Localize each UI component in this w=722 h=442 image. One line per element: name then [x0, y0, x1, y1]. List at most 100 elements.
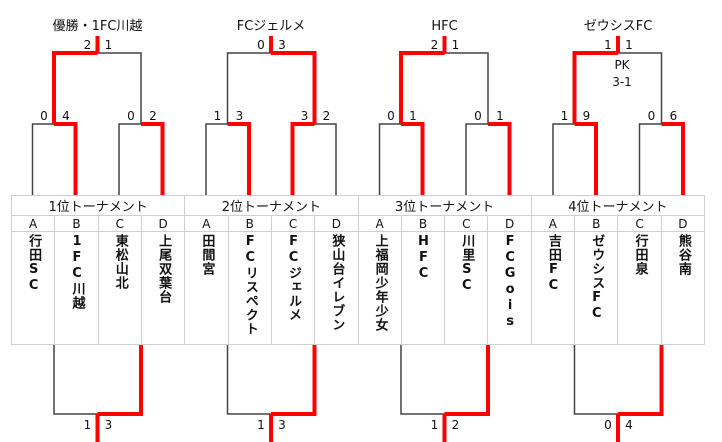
team-name-cell: 吉田FC [530, 231, 576, 345]
bottom-left-line [226, 343, 271, 415]
final-left-line [52, 51, 98, 124]
team-name: 狭山台イレブン [329, 234, 345, 332]
team-name: FCジェルメ [286, 234, 302, 322]
bottom-right-line [97, 343, 143, 416]
semi-right-line [574, 122, 598, 195]
bottom-score-right: 2 [451, 418, 460, 432]
score-left: 0 [387, 109, 395, 123]
team-name: 吉田FC [545, 234, 561, 294]
bottom-score-left: 1 [83, 418, 92, 432]
champion-name: ゼウシスFC [583, 19, 653, 34]
team-name-cell: 上尾双葉台 [140, 231, 186, 345]
team-name: 上福岡少年少女 [372, 234, 388, 332]
semi-left-line [378, 123, 401, 195]
score-right: 4 [62, 109, 70, 123]
team-name: 田間宮 [199, 234, 215, 276]
bottom-score-left: 0 [604, 418, 612, 432]
team-letter: A [357, 215, 402, 232]
bottom-left-line [53, 343, 98, 415]
team-name: 東松山北 [112, 234, 128, 290]
final-score-left: 0 [257, 38, 265, 52]
semi-left-line [118, 123, 141, 195]
team-name-cell: 1FC川越 [54, 231, 99, 345]
group-title-row: 1位トーナメント 2位トーナメント 3位トーナメント 4位トーナメント [10, 195, 706, 216]
score-right: 3 [235, 109, 244, 123]
bottom-score-right: 4 [625, 418, 633, 432]
score-left: 0 [40, 109, 48, 123]
semi-right-line [227, 122, 251, 195]
final-left-line [226, 52, 271, 124]
final-right-line [444, 52, 489, 124]
semi-left-line [552, 123, 575, 195]
final-score-right: 1 [451, 38, 460, 52]
team-name-cell: 行田SC [10, 231, 56, 345]
final-score-right: 3 [278, 38, 286, 52]
semi-right-line [314, 123, 337, 195]
group-title: 3位トーナメント [357, 195, 532, 216]
champion-name: 優勝・1FC川越 [52, 19, 143, 34]
team-letter: C [270, 215, 316, 232]
team-letter: D [487, 215, 532, 232]
team-name-cell: 東松山北 [97, 231, 142, 345]
team-name: 行田SC [26, 234, 42, 294]
team-letter: B [227, 215, 272, 232]
team-letter: C [617, 215, 662, 232]
team-letter: A [530, 215, 576, 232]
team-letter: B [400, 215, 446, 232]
team-letter: C [444, 215, 489, 232]
score-right: 1 [496, 109, 504, 123]
final-right-line [618, 52, 663, 124]
team-name-cell: 田間宮 [184, 231, 229, 345]
score-left: 0 [127, 109, 135, 123]
pk-score: 3-1 [612, 75, 632, 89]
semi-left-line [31, 123, 54, 195]
score-right: 1 [409, 109, 417, 123]
team-name: HFC [415, 234, 431, 282]
team-name-cell: ゼウシスFC [574, 231, 619, 345]
bottom-score-left: 1 [257, 418, 265, 432]
final-score-right: 1 [104, 38, 113, 52]
semi-right-line [141, 122, 165, 195]
team-name: 上尾双葉台 [156, 234, 172, 304]
bottom-left-line [573, 343, 618, 415]
team-name-cell: 狭山台イレブン [314, 231, 359, 345]
team-letter: D [140, 215, 186, 232]
team-name-cell: 川里SC [444, 231, 489, 345]
final-left-line [399, 51, 445, 124]
bottom-score-left: 1 [430, 418, 439, 432]
team-name: 1FC川越 [69, 234, 85, 310]
final-score-right: 1 [625, 38, 633, 52]
semi-right-line [54, 122, 78, 195]
semi-left-line [205, 123, 228, 195]
semi-left-line [465, 123, 488, 195]
team-name-cell: FCリスペクト [227, 231, 272, 345]
score-right: 2 [149, 109, 157, 123]
group-title: 2位トーナメント [184, 195, 359, 216]
group-title: 4位トーナメント [530, 195, 706, 216]
champion-name: FCジェルメ [236, 19, 306, 34]
team-letter: A [184, 215, 229, 232]
champion-name: HFC [431, 19, 458, 34]
final-score-left: 2 [430, 38, 439, 52]
team-letter: C [97, 215, 142, 232]
semi-right-line [661, 122, 685, 195]
score-left: 1 [213, 109, 222, 123]
score-right: 2 [322, 109, 331, 123]
final-right-line [97, 52, 142, 124]
team-name-cell: FCGois [487, 231, 532, 345]
team-name: 川里SC [459, 234, 475, 294]
score-right: 6 [669, 109, 678, 123]
team-letter: D [660, 215, 706, 232]
team-name-cell: 行田泉 [617, 231, 662, 345]
team-letter: B [574, 215, 619, 232]
team-name: FCリスペクト [242, 234, 258, 336]
semi-left-line [290, 122, 315, 195]
bottom-right-line [444, 343, 490, 416]
bottom-left-line [400, 343, 445, 415]
bottom-score-right: 3 [104, 418, 113, 432]
group-title: 1位トーナメント [10, 195, 186, 216]
score-right: 9 [582, 109, 591, 123]
semi-right-line [401, 122, 425, 195]
